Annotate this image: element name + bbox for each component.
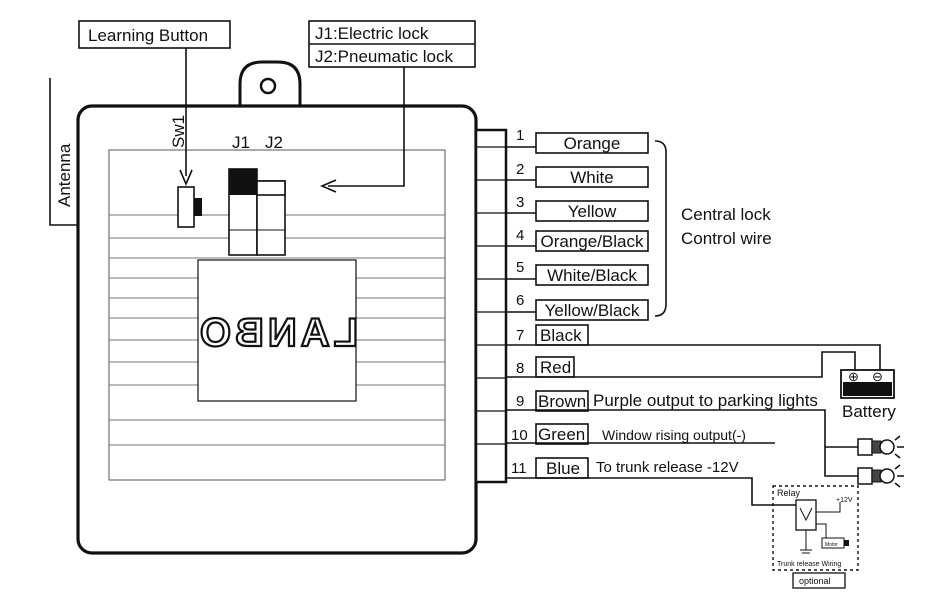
learning-button-callout: Learning Button (88, 26, 208, 45)
j2-label: J2 (265, 133, 283, 152)
wire-number: 3 (516, 194, 524, 211)
j1-label: J1 (232, 133, 250, 152)
wire-color-label: White/Black (547, 266, 637, 285)
relay-voltage: +12V (836, 497, 853, 504)
wire-number: 7 (516, 327, 524, 344)
wire-note: Purple output to parking lights (593, 391, 818, 410)
wire-row-10: 10 Green Window rising output(-) (506, 423, 775, 445)
learning-button-arrow-head (179, 169, 193, 187)
battery-label: Battery (842, 402, 896, 421)
wire-number: 5 (516, 259, 524, 276)
wire-row-9: 9 Brown Purple output to parking lights (506, 390, 858, 477)
relay-icon (795, 499, 817, 531)
wire-7-path (506, 344, 881, 370)
central-lock-line2: Control wire (681, 229, 772, 248)
j2-callout: J2:Pneumatic lock (315, 47, 453, 66)
wire-row-1: 1 Orange (506, 127, 649, 154)
wire-row-7: 7 Black (506, 324, 881, 370)
brand-logo: LANBO (196, 311, 358, 355)
sw1-label: Sw1 (169, 115, 188, 148)
wire-row-3: 3 Yellow (506, 194, 649, 222)
parking-light-bulb-icon (857, 435, 904, 459)
wire-note: Window rising output(-) (602, 427, 746, 443)
wire-row-6: 6 Yellow/Black (506, 292, 649, 321)
wire-label-box (535, 299, 649, 321)
wire-row-5: 5 White/Black (506, 259, 649, 286)
mounting-tab (238, 60, 302, 108)
wire-row-2: 2 White (506, 161, 649, 188)
jumper-callout-arrow-line (328, 67, 405, 187)
wire-label-box (535, 230, 649, 252)
connector-block (474, 128, 508, 484)
wire-color-label: Blue (546, 459, 580, 478)
antenna-wire (49, 78, 78, 226)
main-chip (197, 259, 357, 402)
wire-number: 6 (516, 292, 524, 309)
optional-box (792, 572, 846, 589)
wire-label-box (535, 390, 589, 412)
wire-number: 8 (516, 360, 524, 377)
wire-9-path (506, 409, 858, 477)
wire-color-label: White (570, 168, 613, 187)
trunk-release-wiring-label: Trunk release Wiring (777, 561, 841, 568)
wire-color-label: Orange (564, 134, 621, 153)
wire-color-label: Orange/Black (541, 232, 644, 251)
central-lock-line1: Central lock (681, 205, 771, 224)
wire-label-box (535, 423, 589, 445)
relay-label: Relay (777, 488, 801, 498)
learning-button-callout-box (78, 20, 231, 49)
j1-callout: J1:Electric lock (315, 24, 429, 43)
wire-number: 11 (511, 460, 527, 477)
wire-row-8: 8 Red (506, 351, 856, 378)
optional-label: optional (799, 576, 831, 586)
wire-label-box (535, 200, 649, 222)
wire-color-label: Black (540, 326, 582, 345)
jumper-block[interactable] (228, 168, 286, 256)
wire-label-box (535, 166, 649, 188)
learning-button-sw1[interactable] (177, 186, 202, 228)
wire-color-label: Yellow (568, 202, 617, 221)
wire-row-4: 4 Orange/Black (506, 227, 649, 252)
trunk-release-relay-box: Relay +12V Motor Trunk release Wiring (772, 485, 859, 571)
antenna-label: Antenna (55, 143, 74, 207)
wire-note: To trunk release -12V (596, 459, 739, 476)
wire-number: 10 (511, 427, 528, 444)
wire-8-path (506, 351, 856, 378)
wire-11-path (506, 477, 796, 506)
battery: ⊕ ⊖ (840, 369, 895, 399)
wire-color-label: Yellow/Black (545, 301, 640, 320)
wire-number: 2 (516, 161, 524, 178)
jumper-callout-arrow-head (319, 179, 337, 193)
wire-number: 1 (516, 127, 524, 144)
wire-color-label: Green (538, 425, 585, 444)
motor-label: Motor (825, 542, 838, 548)
central-lock-bracket (654, 140, 667, 317)
wire-label-box (535, 264, 649, 286)
wire-color-label: Red (540, 358, 571, 377)
wire-number: 9 (516, 393, 524, 410)
battery-minus: ⊖ (872, 369, 883, 384)
wire-label-box (535, 132, 649, 154)
connector-pin-lines (476, 146, 506, 445)
battery-plus: ⊕ (848, 369, 859, 384)
wire-color-label: Brown (538, 392, 586, 411)
wire-number: 4 (516, 227, 524, 244)
parking-light-bulb-icon (857, 464, 904, 488)
wire-row-11: 11 Blue To trunk release -12V (506, 457, 796, 506)
